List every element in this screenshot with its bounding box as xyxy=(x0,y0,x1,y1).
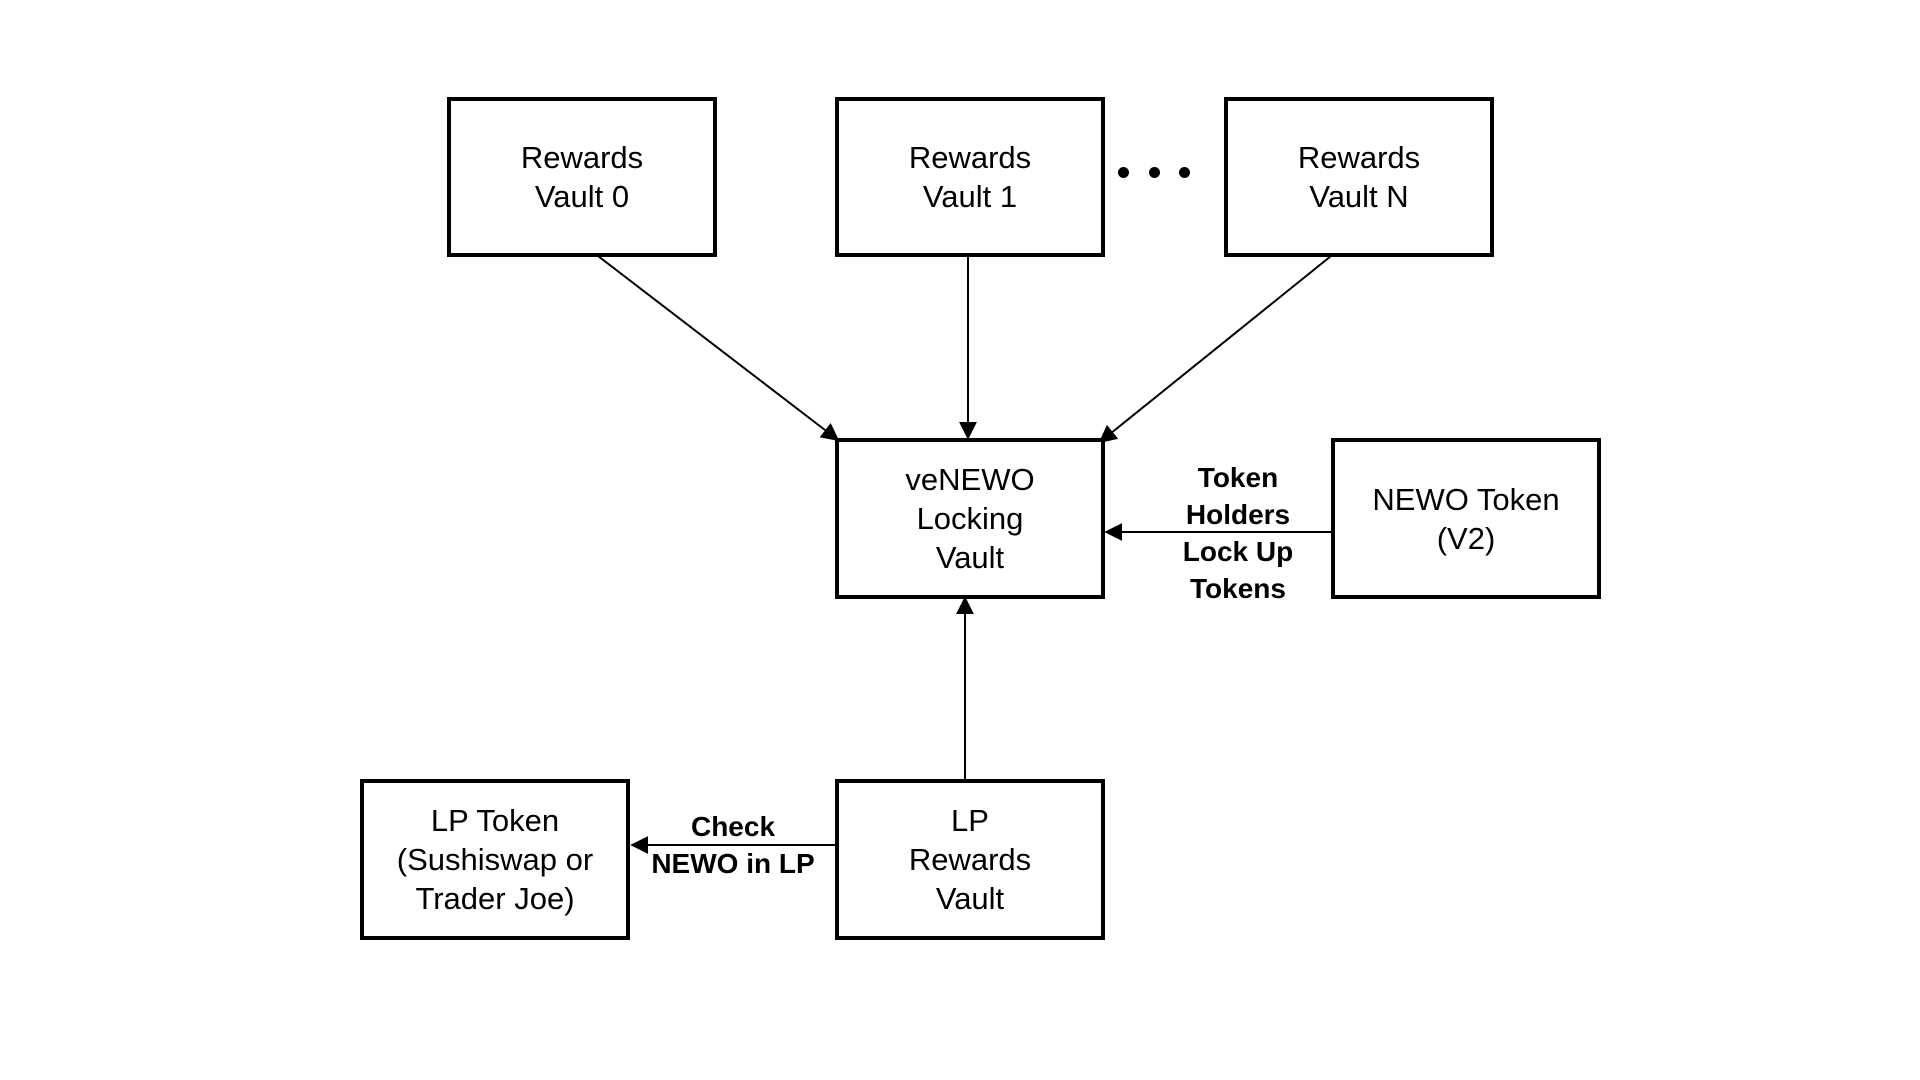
newo-to-venewo-edge-label: Token Holders Lock Up Tokens xyxy=(1182,462,1294,604)
rewards-vault-0-box: Rewards Vault 0 xyxy=(447,97,717,257)
lp-token-box: LP Token (Sushiswap or Trader Joe) xyxy=(360,779,630,940)
rewards-vault-n-label: Rewards Vault N xyxy=(1297,140,1421,214)
newo-token-label: NEWO Token (V2) xyxy=(1372,481,1560,556)
ellipsis-icon xyxy=(1118,158,1190,186)
venewo-locking-vault-label: veNEWO Locking Vault xyxy=(905,462,1035,575)
ellipsis-dot xyxy=(1179,166,1190,178)
lp-token-label: LP Token (Sushiswap or Trader Joe) xyxy=(396,803,594,916)
ellipsis-dot xyxy=(1148,166,1160,178)
venewo-locking-vault-box: veNEWO Locking Vault xyxy=(835,438,1105,599)
rewards-vault-1-box: Rewards Vault 1 xyxy=(835,97,1105,257)
lp-rewards-vault-box: LP Rewards Vault xyxy=(835,779,1105,940)
newo-token-box: NEWO Token (V2) xyxy=(1331,438,1601,599)
lp-rewards-vault-label: LP Rewards Vault xyxy=(908,803,1032,916)
arrow-vaultn-to-venewo xyxy=(1098,255,1332,444)
rewards-vault-0-label: Rewards Vault 0 xyxy=(520,140,644,214)
rewards-vault-n-box: Rewards Vault N xyxy=(1224,97,1494,257)
rewards-vault-1-label: Rewards Vault 1 xyxy=(908,140,1032,214)
arrow-vault0-to-venewo xyxy=(597,255,840,442)
ellipsis-dot xyxy=(1118,166,1129,178)
lp-vault-to-lp-token-edge-label: Check NEWO in LP xyxy=(651,811,815,879)
